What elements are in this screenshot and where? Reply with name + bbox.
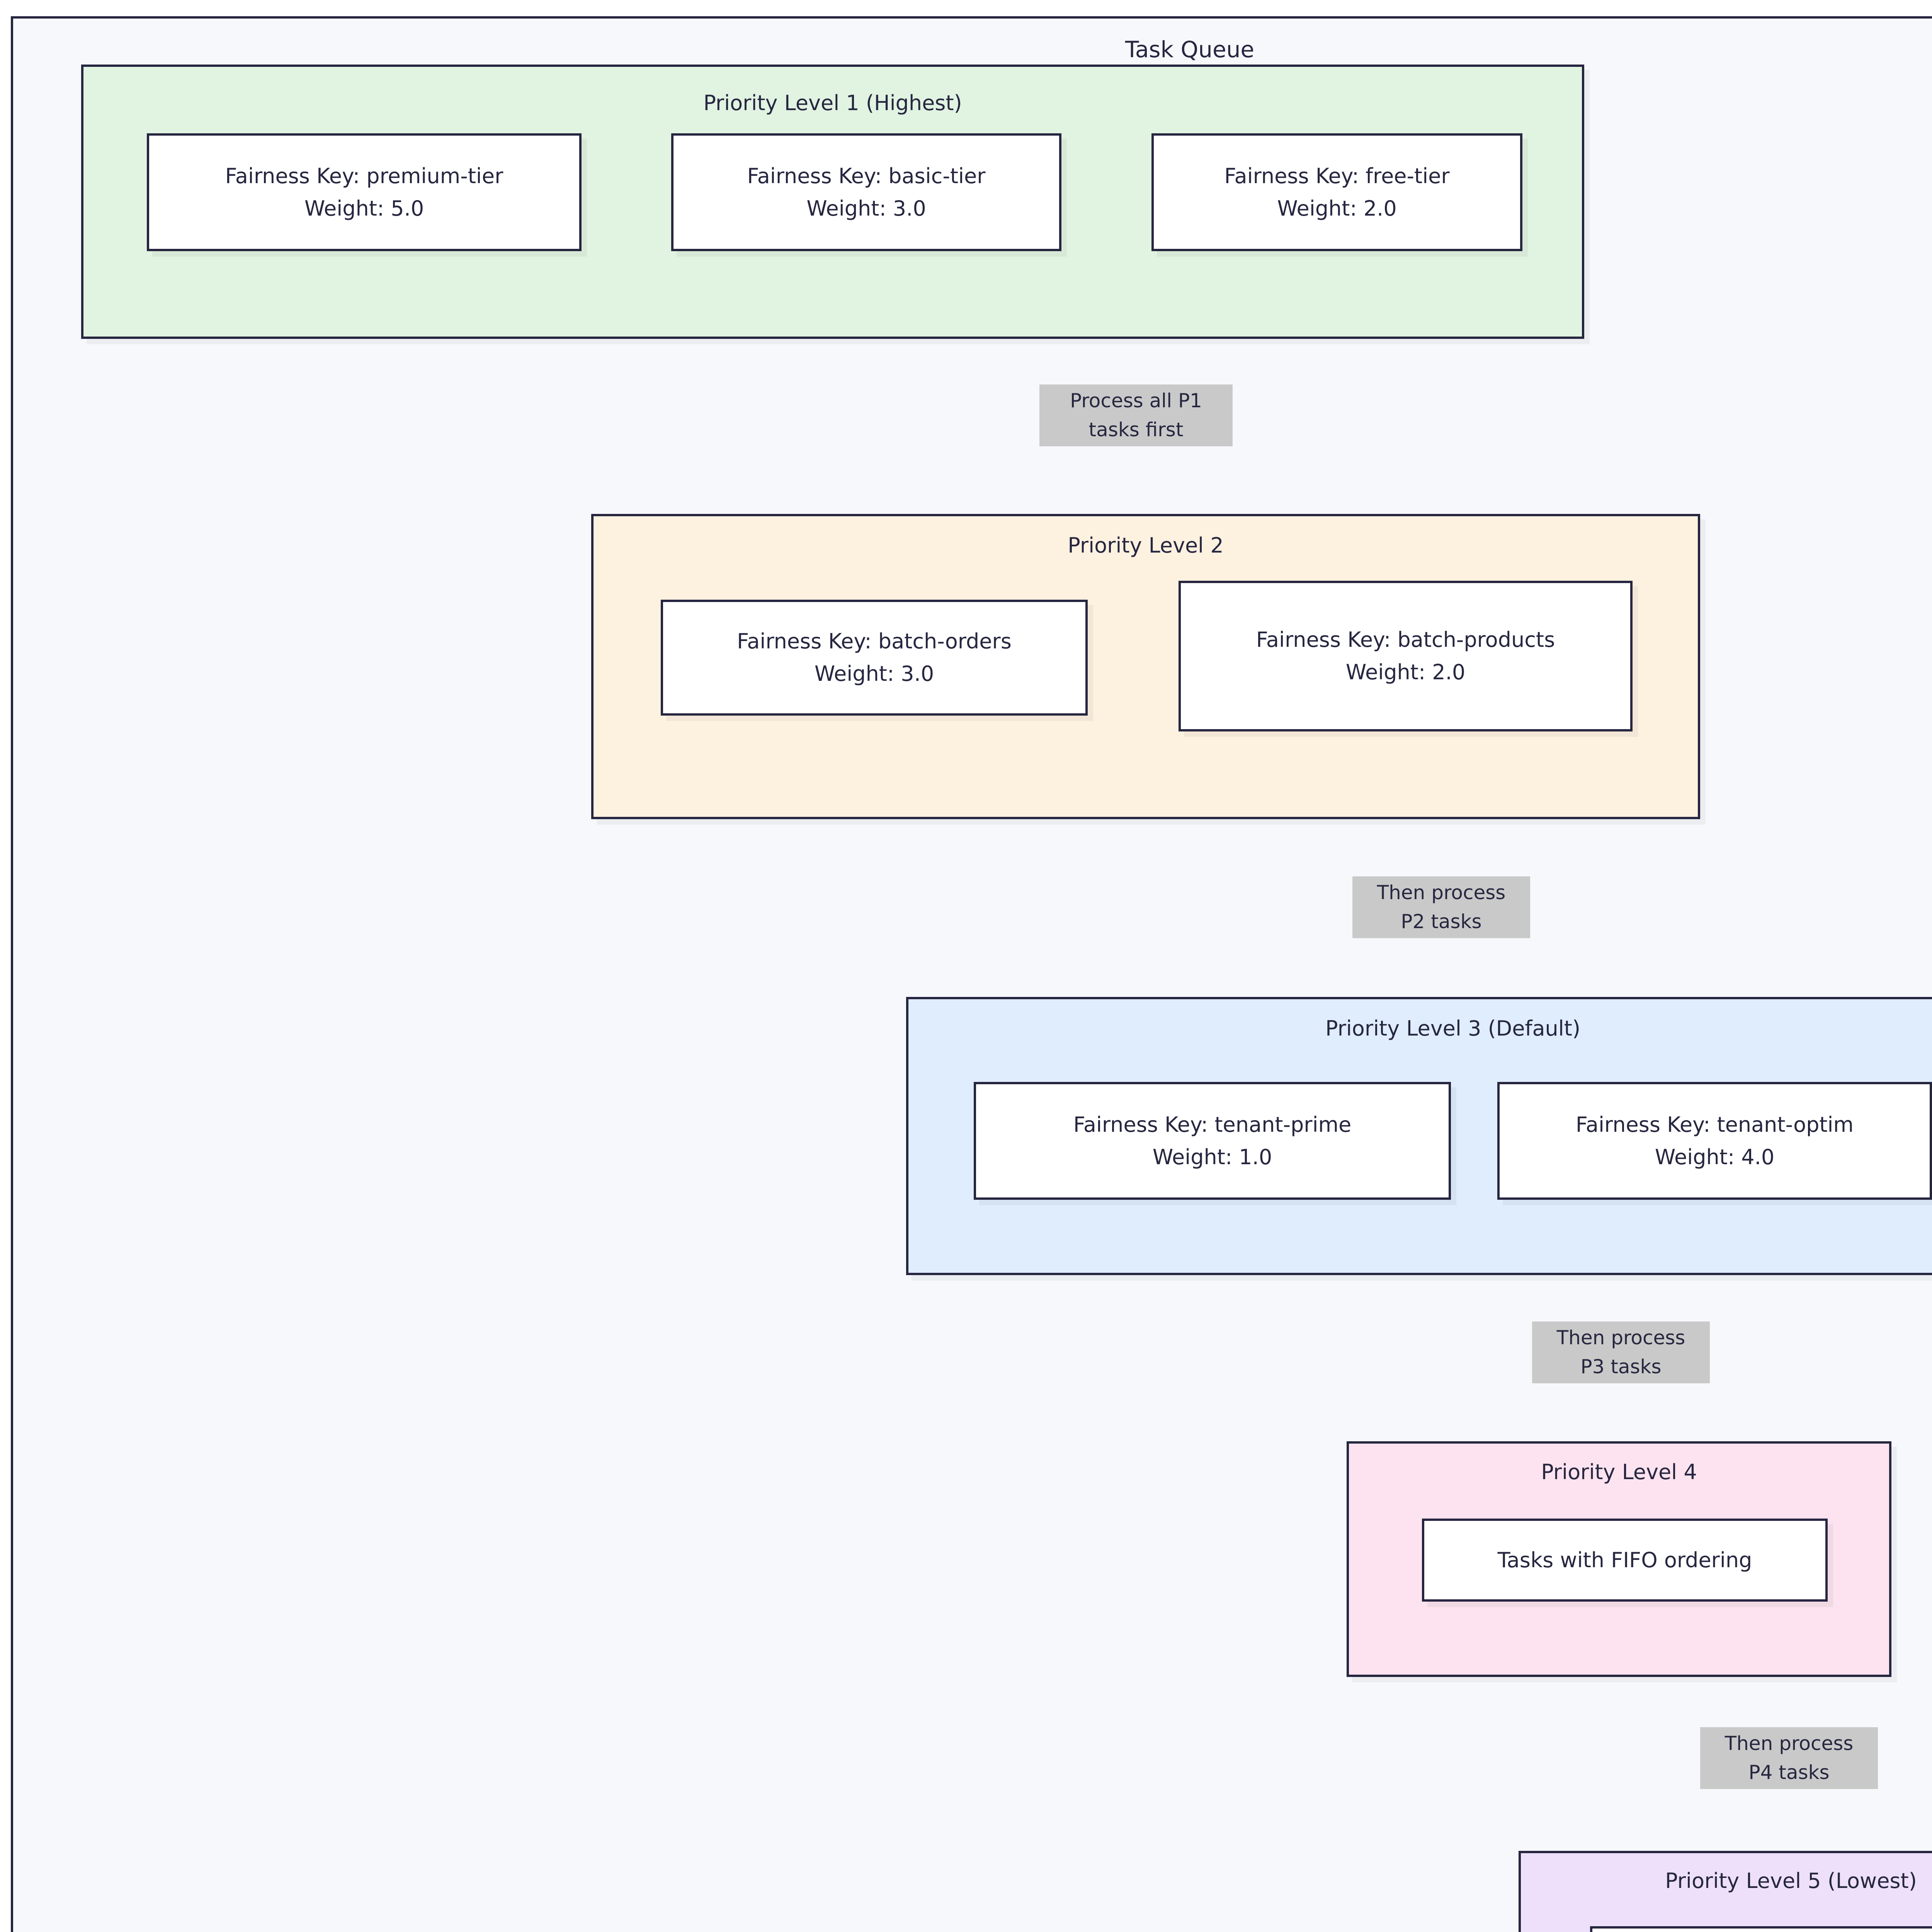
- node-fairness-premium-tier[interactable]: Fairness Key: premium-tier Weight: 5.0: [147, 133, 582, 251]
- weight-line: Weight: 5.0: [304, 196, 424, 221]
- fairness-key-line: Fairness Key: tenant-optim: [1575, 1112, 1854, 1137]
- fairness-key-line: Fairness Key: tenant-prime: [1073, 1112, 1352, 1137]
- node-fairness-free-tier[interactable]: Fairness Key: free-tier Weight: 2.0: [1151, 133, 1522, 251]
- edge-label-line-2: tasks first: [1088, 418, 1184, 441]
- node-fairness-batch-orders[interactable]: Fairness Key: batch-orders Weight: 3.0: [661, 600, 1088, 716]
- edge-label-then-process-p4: Then process P4 tasks: [1700, 1727, 1878, 1789]
- edge-label-line-2: P4 tasks: [1748, 1761, 1830, 1784]
- node-fairness-basic-tier[interactable]: Fairness Key: basic-tier Weight: 3.0: [671, 133, 1061, 251]
- cluster-task-queue-title: Task Queue: [1125, 36, 1255, 63]
- edge-label-line-1: Process all P1: [1070, 389, 1202, 412]
- node-fairness-tenant-optim[interactable]: Fairness Key: tenant-optim Weight: 4.0: [1497, 1082, 1932, 1200]
- weight-line: Weight: 1.0: [1152, 1145, 1272, 1169]
- fairness-key-line: Fairness Key: batch-orders: [737, 629, 1012, 654]
- fifo-line: Tasks with FIFO ordering: [1497, 1548, 1752, 1572]
- weight-line: Weight: 2.0: [1277, 196, 1397, 221]
- cluster-priority-level-1-title: Priority Level 1 (Highest): [703, 91, 962, 115]
- edge-label-line-2: P3 tasks: [1580, 1355, 1662, 1378]
- fairness-key-line: Fairness Key: free-tier: [1224, 163, 1450, 188]
- weight-line: Weight: 3.0: [806, 196, 926, 221]
- node-fairness-tenant-prime[interactable]: Fairness Key: tenant-prime Weight: 1.0: [974, 1082, 1451, 1200]
- cluster-priority-level-5: Priority Level 5 (Lowest): [1519, 1851, 1932, 1932]
- weight-line: Weight: 2.0: [1345, 660, 1466, 684]
- cluster-priority-level-5-title: Priority Level 5 (Lowest): [1665, 1869, 1917, 1893]
- edge-label-then-process-p2: Then process P2 tasks: [1352, 876, 1530, 938]
- fairness-key-line: Fairness Key: basic-tier: [747, 163, 986, 188]
- cluster-priority-level-3-title: Priority Level 3 (Default): [1325, 1016, 1581, 1041]
- fairness-key-line: Fairness Key: premium-tier: [225, 163, 503, 188]
- node-p4-fifo-tasks[interactable]: Tasks with FIFO ordering: [1422, 1519, 1828, 1602]
- weight-line: Weight: 4.0: [1655, 1145, 1775, 1169]
- weight-line: Weight: 3.0: [814, 662, 934, 686]
- edge-label-line-1: Then process: [1377, 881, 1506, 904]
- edge-label-process-all-p1: Process all P1 tasks first: [1039, 384, 1233, 446]
- edge-label-line-1: Then process: [1725, 1732, 1854, 1755]
- edge-label-line-1: Then process: [1556, 1327, 1685, 1349]
- node-fairness-batch-products[interactable]: Fairness Key: batch-products Weight: 2.0: [1179, 581, 1633, 731]
- edge-label-line-2: P2 tasks: [1401, 910, 1482, 933]
- cluster-priority-level-2-title: Priority Level 2: [1068, 533, 1224, 558]
- edge-label-then-process-p3: Then process P3 tasks: [1532, 1321, 1710, 1383]
- fairness-key-line: Fairness Key: batch-products: [1256, 628, 1555, 652]
- node-p5-fifo-tasks[interactable]: Tasks with FIFO ordering: [1590, 1926, 1932, 1932]
- cluster-priority-level-4-title: Priority Level 4: [1541, 1460, 1697, 1484]
